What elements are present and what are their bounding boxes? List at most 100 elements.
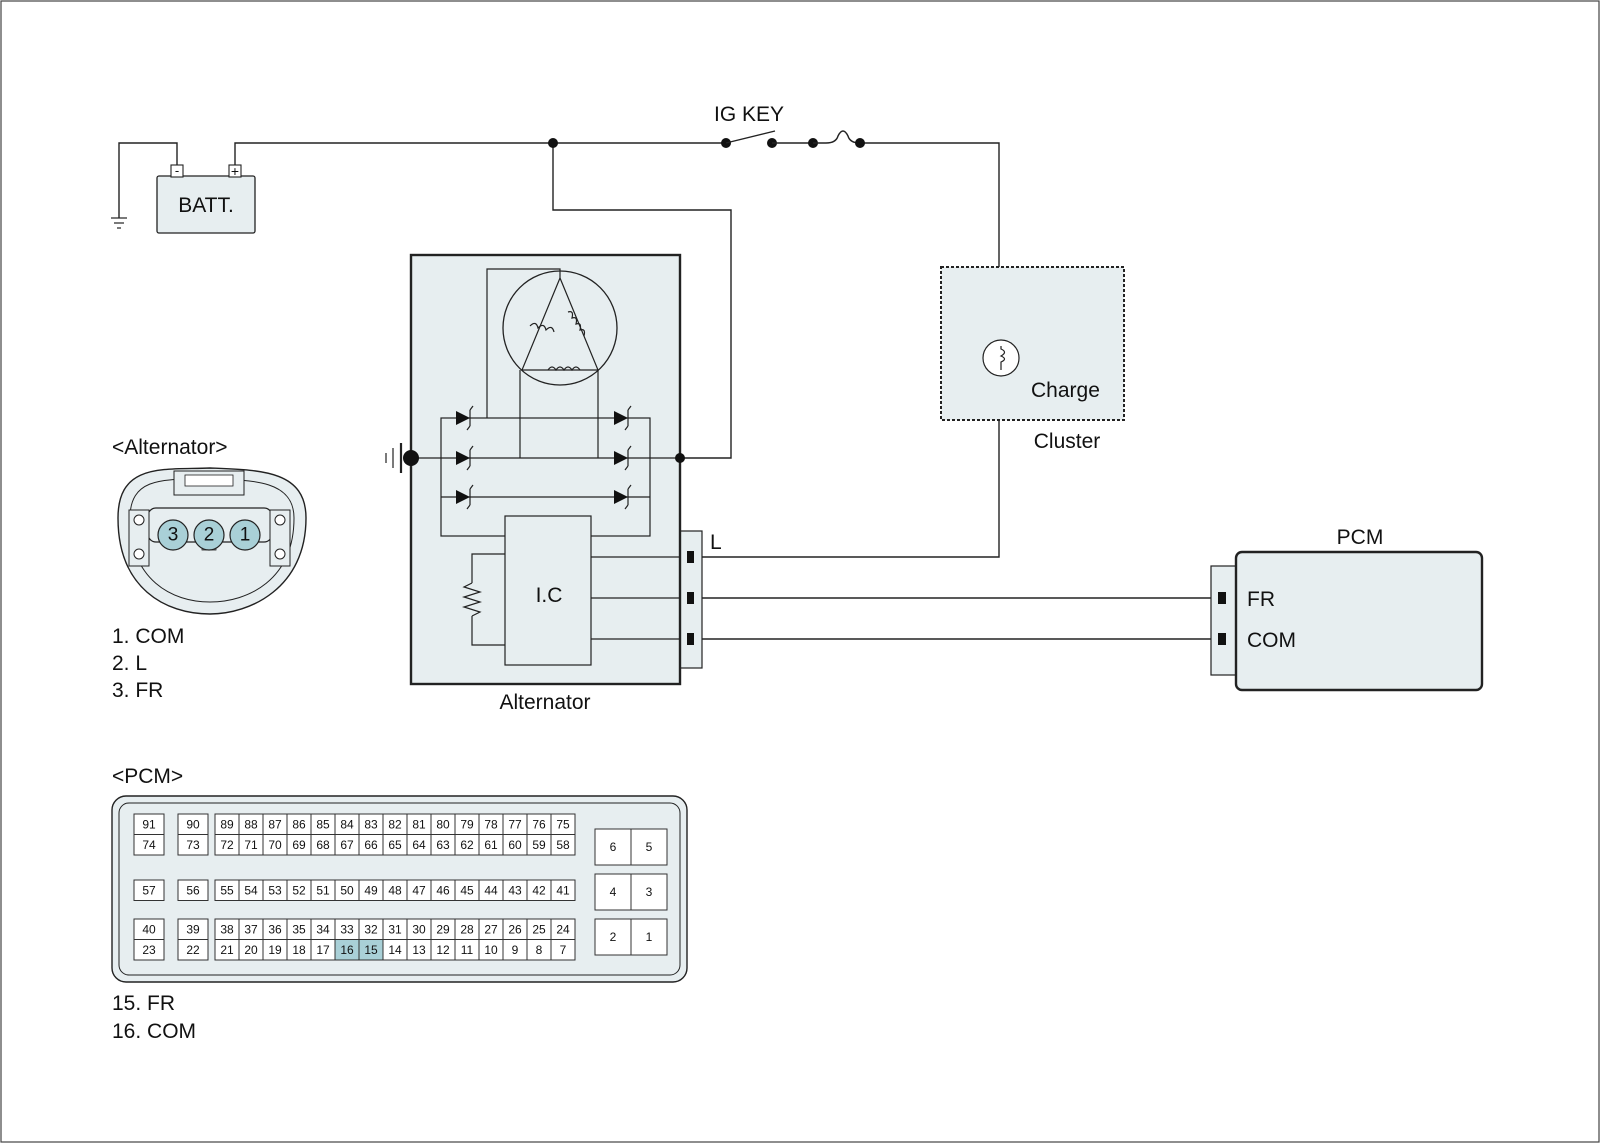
pcm-pin-label: 18 xyxy=(292,943,306,957)
pcm-pin-label: 52 xyxy=(292,883,306,897)
pcm-fr-label: FR xyxy=(1247,588,1275,611)
pcm-pin-label: 61 xyxy=(484,838,498,852)
alt-legend-2: 2. L xyxy=(112,652,147,675)
pcm-pin-label: 75 xyxy=(556,817,570,831)
pcm-pin-label: 77 xyxy=(508,817,522,831)
pcm-pin-label: 50 xyxy=(340,883,354,897)
pcm-pin-label: 37 xyxy=(244,922,258,936)
pcm-label: PCM xyxy=(1337,526,1384,549)
pcm-pin-label: 67 xyxy=(340,838,354,852)
pcm-pin-label: 9 xyxy=(512,943,519,957)
pcm-pin-cell xyxy=(550,879,576,901)
pcm-module: PCM FR COM xyxy=(1210,526,1484,692)
cluster: Charge Cluster xyxy=(940,266,1125,453)
alternator-connector-title: <Alternator> xyxy=(112,436,228,459)
battery-neg-label: - xyxy=(175,163,179,178)
pcm-pin-label: 49 xyxy=(364,883,378,897)
pcm-pin-label: 33 xyxy=(340,922,354,936)
pcm-pin-label: 23 xyxy=(142,943,156,957)
pcm-pin-label: 12 xyxy=(436,943,450,957)
pcm-pin-label: 90 xyxy=(186,817,200,831)
pcm-pin-label: 21 xyxy=(220,943,234,957)
pcm-pin-cell xyxy=(550,834,576,856)
pcm-pin-label: 46 xyxy=(436,883,450,897)
pcm-pin-label: 70 xyxy=(268,838,282,852)
pcm-pin-label: 13 xyxy=(412,943,426,957)
charge-lamp-icon xyxy=(982,339,1020,377)
pcm-pin-label: 35 xyxy=(292,922,306,936)
pcm-pin-label: 80 xyxy=(436,817,450,831)
pcm-pin-cell xyxy=(177,879,209,901)
pcm-pin-label: 1 xyxy=(646,930,653,944)
pcm-pin-label: 28 xyxy=(460,922,474,936)
pcm-pin-label: 44 xyxy=(484,883,498,897)
pcm-pin-label: 3 xyxy=(646,885,653,899)
pcm-pin-cell xyxy=(630,918,668,956)
pcm-pin-label: 51 xyxy=(316,883,330,897)
pcm-pin-label: 27 xyxy=(484,922,498,936)
pcm-pin-label: 60 xyxy=(508,838,522,852)
pcm-pin-label: 82 xyxy=(388,817,402,831)
ic-label: I.C xyxy=(536,584,563,607)
stator-winding-icon xyxy=(529,322,555,333)
battery-pos-label: + xyxy=(231,163,239,179)
pcm-pin-cell xyxy=(177,939,209,961)
pcm-pin-label: 15 xyxy=(364,943,378,957)
pcm-pin-label: 43 xyxy=(508,883,522,897)
pcm-pin-label: 16 xyxy=(340,943,354,957)
pcm-pin-label: 26 xyxy=(508,922,522,936)
pcm-pin-label: 10 xyxy=(484,943,498,957)
pcm-pin-label: 32 xyxy=(364,922,378,936)
pcm-pin-label: 5 xyxy=(646,840,653,854)
pcm-pin-cell xyxy=(630,828,668,866)
battery-label: BATT. xyxy=(178,194,234,217)
pcm-pin-label: 87 xyxy=(268,817,282,831)
alternator: Alternator L xyxy=(385,253,722,714)
pcm-pin-label: 79 xyxy=(460,817,474,831)
pcm-pin-label: 53 xyxy=(268,883,282,897)
pcm-pin-cell xyxy=(630,873,668,911)
pcm-pin-label: 81 xyxy=(412,817,426,831)
pcm-pin-label: 76 xyxy=(532,817,546,831)
alt-legend-3: 3. FR xyxy=(112,679,163,702)
pcm-pin-label: 66 xyxy=(364,838,378,852)
pcm-pin-label: 41 xyxy=(556,883,570,897)
pcm-pin-label: 74 xyxy=(142,838,156,852)
pcm-pin-label: 45 xyxy=(460,883,474,897)
pcm-pin-label: 7 xyxy=(560,943,567,957)
pcm-pin-label: 91 xyxy=(142,817,156,831)
pcm-pin-label: 22 xyxy=(186,943,200,957)
ig-key-label: IG KEY xyxy=(714,103,784,126)
pcm-pin-label: 4 xyxy=(610,885,617,899)
pcm-pin-cell xyxy=(594,918,632,956)
pcm-pin-label: 11 xyxy=(461,943,474,957)
pcm-pin-label: 2 xyxy=(610,930,617,944)
pcm-pin-cell xyxy=(133,879,165,901)
pcm-com-label: COM xyxy=(1247,629,1296,652)
pcm-pin-label: 56 xyxy=(186,883,200,897)
pcm-legend-2: 16. COM xyxy=(112,1020,196,1043)
alternator-pin-l-label: L xyxy=(710,531,722,554)
pcm-pin-label: 89 xyxy=(220,817,234,831)
pcm-pin-label: 57 xyxy=(142,883,156,897)
alt-pin-2 xyxy=(193,519,225,551)
pcm-legend-1: 15. FR xyxy=(112,992,175,1015)
pcm-pin-cell xyxy=(594,828,632,866)
alt-pin-1 xyxy=(229,519,261,551)
alt-pin-2-label: 2 xyxy=(204,525,215,546)
pcm-pin-label: 17 xyxy=(316,943,330,957)
pcm-pin-label: 8 xyxy=(536,943,543,957)
pcm-pin-label: 65 xyxy=(388,838,402,852)
pcm-pin-label: 36 xyxy=(268,922,282,936)
pcm-pin-label: 54 xyxy=(244,883,258,897)
pcm-pin-label: 64 xyxy=(412,838,426,852)
junction-dot xyxy=(548,138,558,148)
pcm-pin-label: 62 xyxy=(460,838,474,852)
pcm-pin-label: 47 xyxy=(412,883,426,897)
pcm-pin-label: 69 xyxy=(292,838,306,852)
pcm-pin-label: 25 xyxy=(532,922,546,936)
pcm-pin-label: 39 xyxy=(186,922,200,936)
charge-label: Charge xyxy=(1031,379,1100,402)
